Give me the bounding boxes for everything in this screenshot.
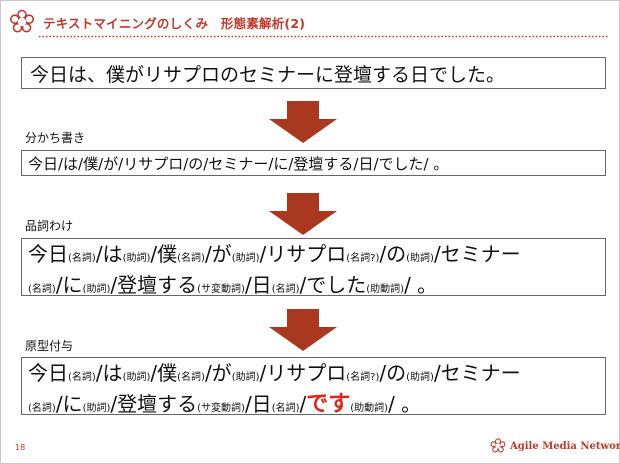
pos-tag: (助詞) — [122, 253, 151, 264]
lemma-word: / — [299, 392, 307, 416]
pos-word: /が — [204, 242, 232, 266]
pos-word: /に — [55, 273, 83, 297]
lemma-word: /リサプロ — [259, 361, 347, 385]
lemma-tag: (助詞) — [231, 372, 260, 383]
lemma-tag: (助動詞) — [350, 403, 389, 414]
tokenize-box: 今日/は/僕/が/リサプロ/の/セミナー/に/登壇する/日/でした/ 。 — [21, 150, 606, 176]
pos-word: /の — [379, 242, 407, 266]
lemma-tag: (助詞) — [82, 403, 111, 414]
pos-word: /僕 — [150, 242, 178, 266]
lemma-word: /日 — [244, 392, 272, 416]
pos-word: / 。 — [404, 273, 438, 297]
lemma-tag: (名詞) — [177, 372, 205, 383]
lemma-tag: (名詞?) — [346, 372, 380, 383]
lemma-word: /は — [95, 361, 123, 385]
lemma-word: /の — [379, 361, 407, 385]
source-sentence: 今日は、僕がリサプロのセミナーに登壇する日でした。 — [30, 63, 506, 86]
pos-line-2: (名詞)/に(助詞)/登壇する(サ変動詞)/日(名詞)/でした(助動詞)/ 。 — [28, 272, 599, 303]
lemma-word: /登壇する — [110, 392, 198, 416]
pos-tag: (名詞) — [177, 253, 205, 264]
lemma-tag: (名詞) — [28, 403, 56, 414]
pos-word: /でした — [299, 273, 367, 297]
pos-tag: (名詞) — [68, 253, 96, 264]
pos-tag: (助詞) — [82, 284, 111, 295]
source-sentence-box: 今日は、僕がリサプロのセミナーに登壇する日でした。 — [21, 57, 606, 89]
lemma-tag: (助詞) — [406, 372, 434, 383]
lemma-box: 今日(名詞)/は(助詞)/僕(名詞)/が(助詞)/リサプロ(名詞?)/の(助詞)… — [21, 357, 606, 417]
step-label-pos: 品詞わけ — [25, 219, 74, 233]
down-arrow-icon — [269, 101, 337, 143]
down-arrow-icon — [269, 309, 337, 351]
pos-tag: (助詞) — [406, 253, 434, 264]
lemma-highlight: です — [306, 392, 351, 417]
pos-box: 今日(名詞)/は(助詞)/僕(名詞)/が(助詞)/リサプロ(名詞?)/の(助詞)… — [21, 238, 606, 297]
lemma-word: /僕 — [150, 361, 178, 385]
lemma-tag: (助詞) — [122, 372, 151, 383]
pos-word: 今日 — [28, 242, 68, 266]
pos-word: /日 — [244, 273, 272, 297]
lemma-tag: (名詞) — [68, 372, 96, 383]
pos-tag: (助詞) — [231, 253, 260, 264]
footer-brand: Agile Media Network — [490, 438, 620, 454]
pos-tag: (名詞?) — [346, 253, 380, 264]
pos-word: /は — [95, 242, 123, 266]
pos-word: /リサプロ — [259, 242, 347, 266]
lemma-tag: (サ変動詞) — [197, 403, 245, 414]
lemma-word: /が — [204, 361, 232, 385]
pos-tag: (名詞) — [28, 284, 56, 295]
pos-tag: (サ変動詞) — [197, 284, 245, 295]
page-number: 18 — [15, 443, 26, 452]
pos-word: /登壇する — [110, 273, 198, 297]
step-label-tokenize: 分かち書き — [25, 131, 86, 145]
pos-line-1: 今日(名詞)/は(助詞)/僕(名詞)/が(助詞)/リサプロ(名詞?)/の(助詞)… — [28, 241, 599, 272]
lemma-word: / 。 — [388, 392, 422, 416]
flower-logo-icon — [490, 438, 506, 453]
header-divider — [39, 35, 609, 38]
pos-word: /セミナー — [433, 242, 521, 266]
lemma-line-1: 今日(名詞)/は(助詞)/僕(名詞)/が(助詞)/リサプロ(名詞?)/の(助詞)… — [28, 360, 599, 391]
lemma-word: /セミナー — [433, 361, 521, 385]
lemma-line-2: (名詞)/に(助詞)/登壇する(サ変動詞)/日(名詞)/です(助動詞)/ 。 — [28, 391, 599, 422]
slide-header: テキストマイニングのしくみ 形態素解析(2) — [9, 7, 305, 37]
down-arrow-icon — [269, 193, 337, 235]
pos-tag: (名詞) — [271, 284, 300, 295]
pos-tag: (助動詞) — [366, 284, 405, 295]
lemma-word: /に — [55, 392, 83, 416]
flower-logo-icon — [10, 9, 35, 33]
brand-name: Agile Media Network — [510, 440, 620, 452]
tokenize-text: 今日/は/僕/が/リサプロ/の/セミナー/に/登壇する/日/でした/ 。 — [28, 154, 449, 173]
slide-title: テキストマイニングのしくみ 形態素解析(2) — [43, 15, 306, 31]
lemma-word: 今日 — [28, 361, 68, 385]
step-label-lemma: 原型付与 — [25, 339, 74, 353]
lemma-tag: (名詞) — [271, 403, 300, 414]
